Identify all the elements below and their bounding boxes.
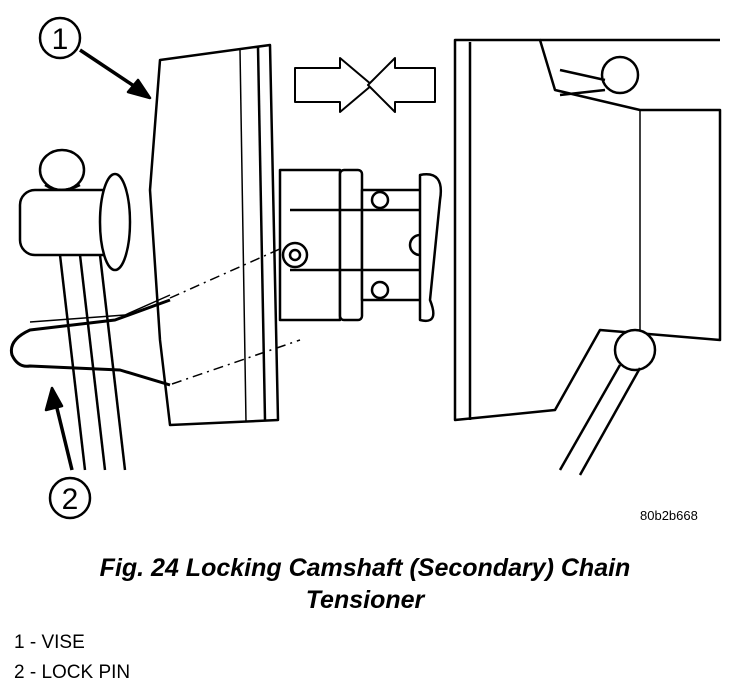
left-vise-handle [18, 148, 132, 471]
callout-1: 1 [38, 16, 82, 60]
callout-2: 2 [48, 476, 92, 520]
vise-diagram: 1 2 [9, 16, 722, 520]
right-vise-jaw [453, 38, 722, 422]
legend-item: 2 - LOCK PIN [14, 662, 131, 683]
figure-caption: Fig. 24 Locking Camshaft (Secondary) Cha… [0, 552, 730, 616]
caption-line-2: Tensioner [305, 586, 425, 614]
squeeze-arrows-icon [294, 57, 436, 113]
legend-item: 1 - VISE [14, 632, 85, 653]
callout-2-label: 2 [62, 483, 79, 516]
caption-line-1: Fig. 24 Locking Camshaft (Secondary) Cha… [99, 554, 631, 582]
lock-pin [9, 239, 301, 387]
chain-tensioner [278, 168, 443, 323]
right-vise-handle [558, 328, 657, 476]
figure-code: 80b2b668 [640, 508, 698, 523]
callout-2-arrow [44, 386, 74, 471]
left-vise-jaw [148, 43, 280, 427]
callout-1-arrow [79, 48, 152, 100]
legend: 1 - VISE 2 - LOCK PIN [14, 628, 130, 688]
callout-1-label: 1 [52, 23, 69, 56]
